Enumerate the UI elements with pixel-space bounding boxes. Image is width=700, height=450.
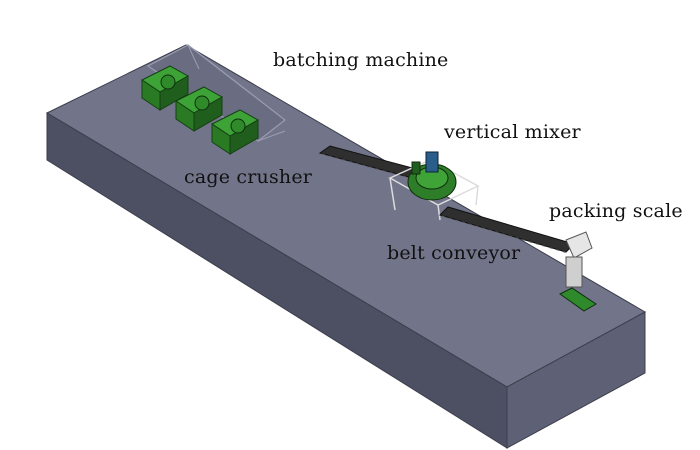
cage-crusher-1 (141, 65, 190, 111)
label-batching-machine: batching machine (273, 49, 449, 71)
scale-base-conveyor (559, 287, 597, 312)
vertical-mixer (388, 151, 480, 221)
platform-side (46, 112, 508, 449)
platform (45, 44, 647, 449)
cage-crusher-2 (175, 86, 224, 132)
label-cage-crusher: cage crusher (184, 166, 313, 188)
scale-hopper (565, 231, 593, 259)
cage-crusher-3 (211, 109, 260, 155)
scale-column (565, 256, 583, 288)
label-vertical-mixer: vertical mixer (444, 121, 581, 143)
label-belt-conveyor: belt conveyor (387, 242, 521, 264)
packing-scale (559, 231, 597, 312)
label-packing-scale: packing scale (549, 200, 683, 222)
